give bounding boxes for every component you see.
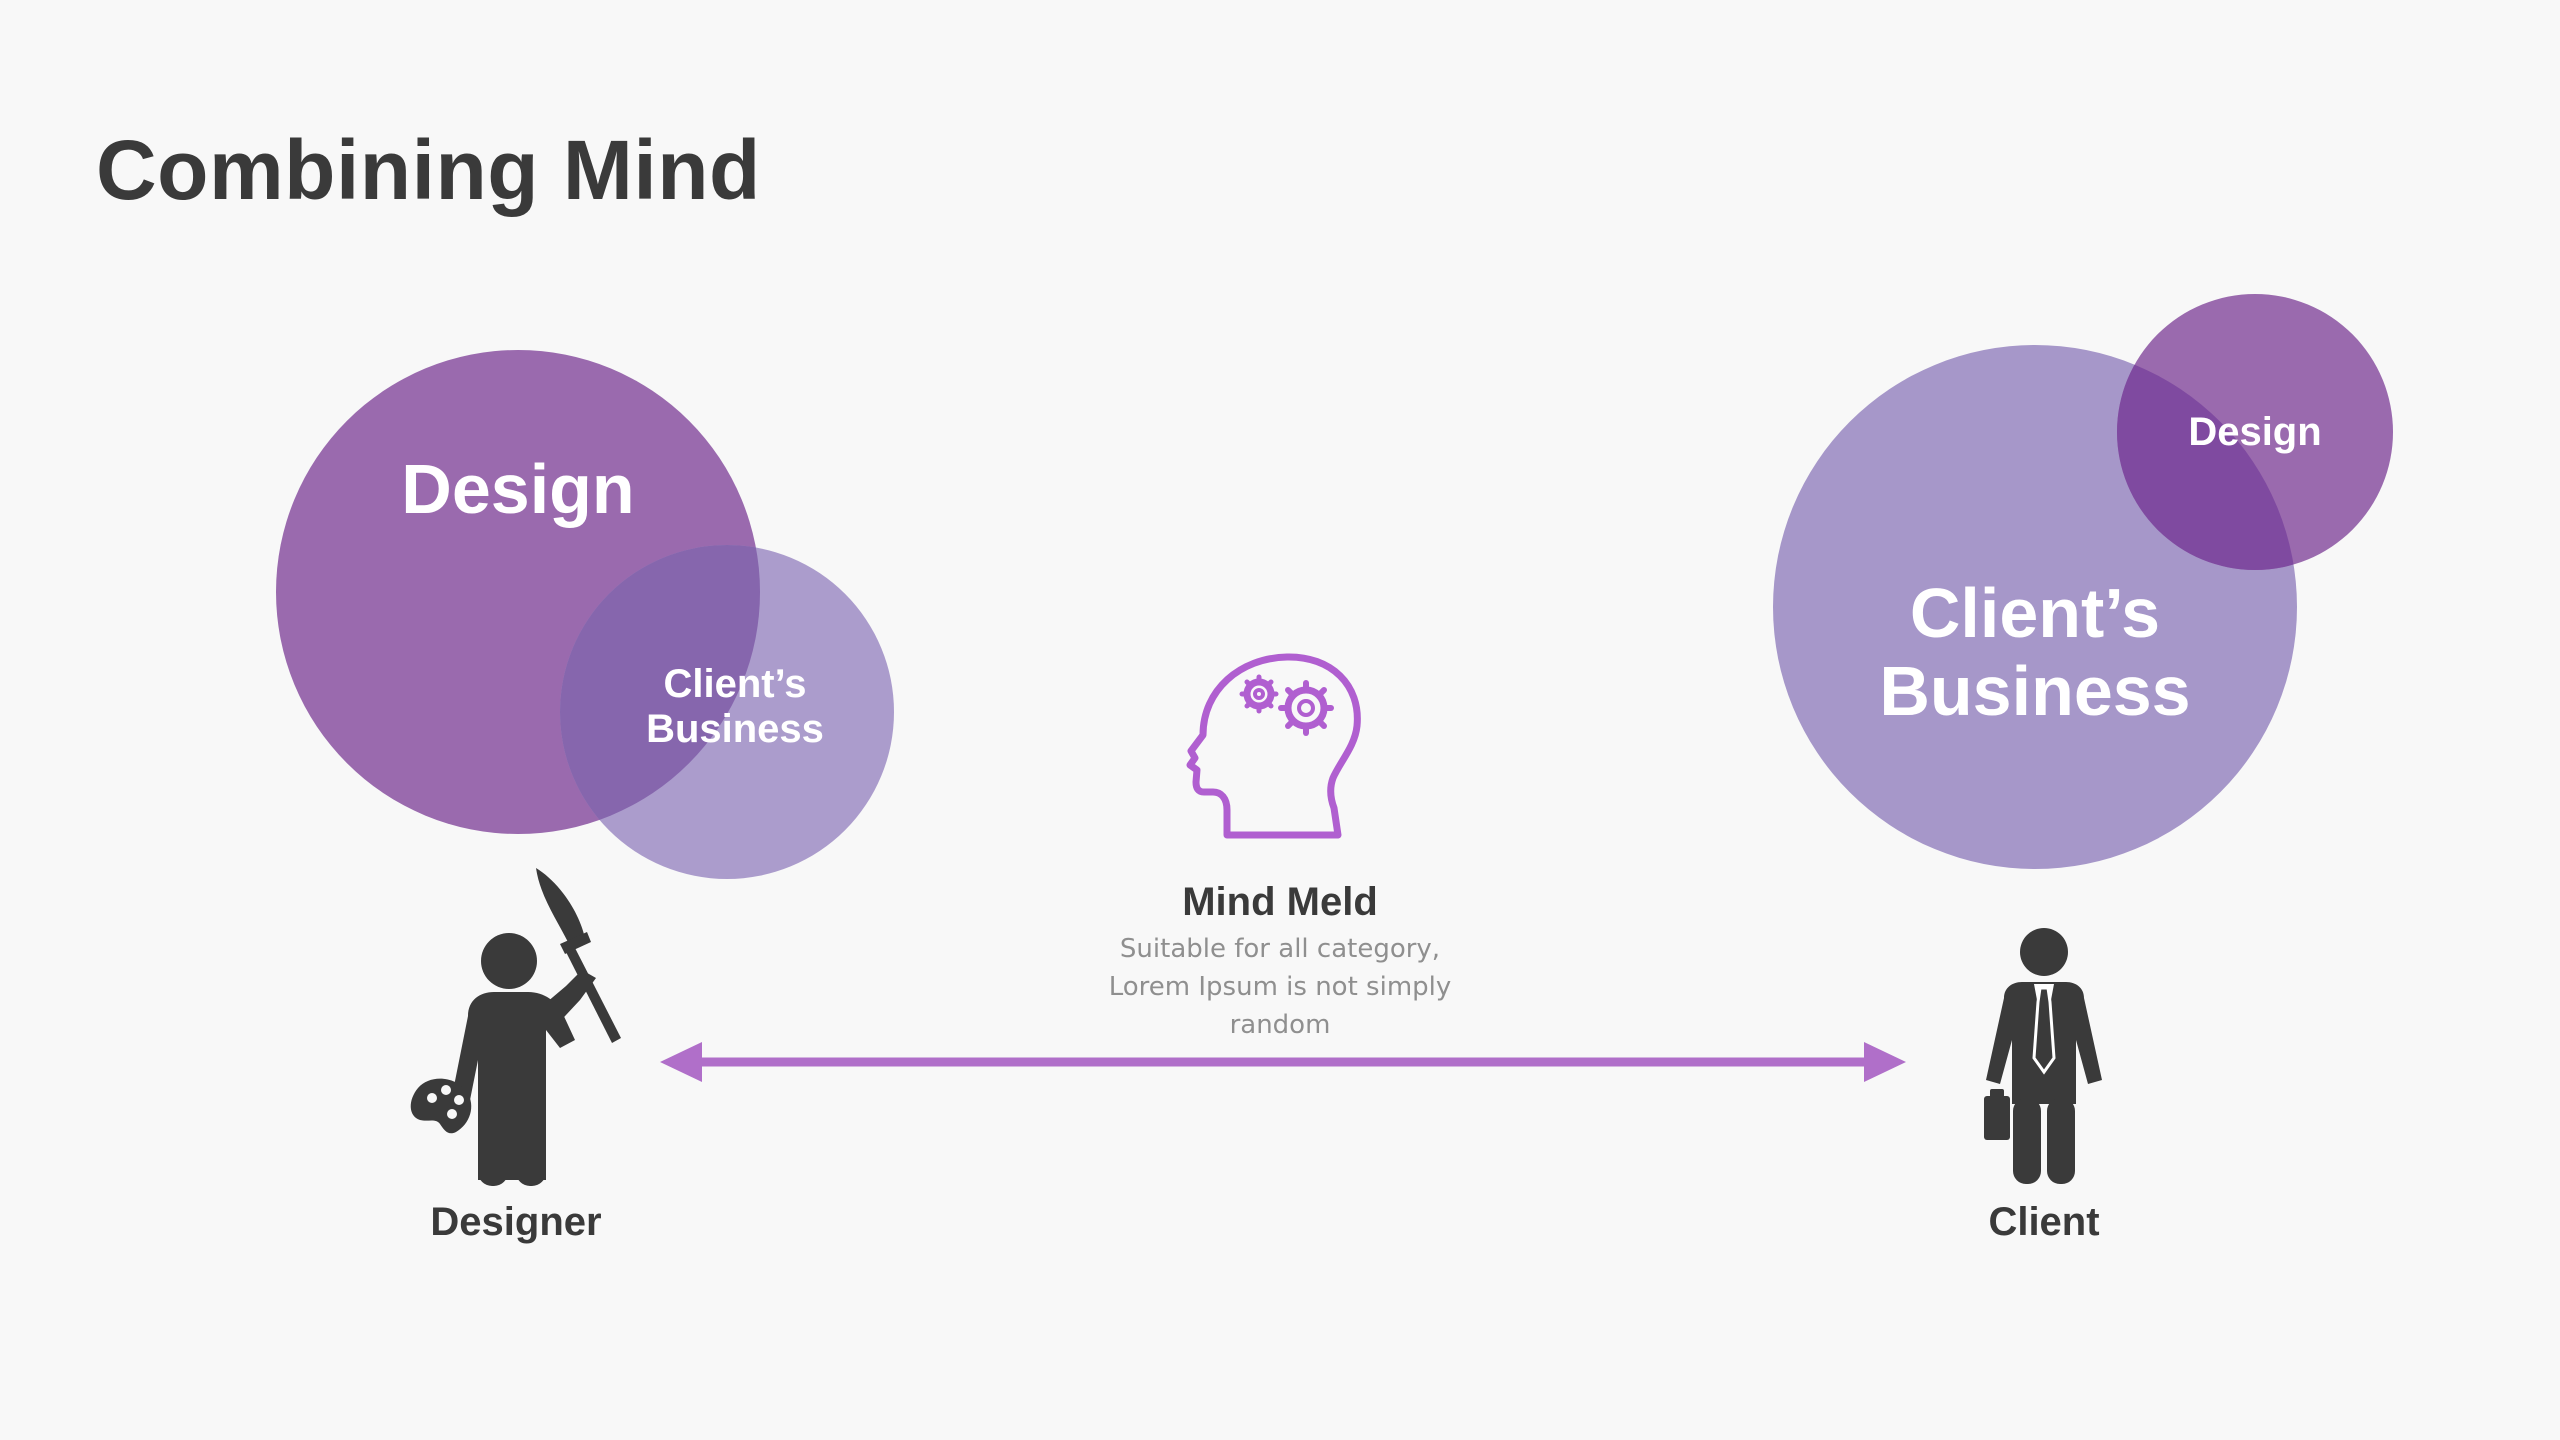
head-with-gears-icon <box>1186 653 1361 839</box>
client-venn <box>1773 294 2393 869</box>
designer-venn-overlap <box>560 545 760 834</box>
client-business-bubble-label: Client’s Business <box>1825 574 2245 731</box>
client-venn-overlap <box>2117 345 2297 570</box>
designer-business-line2: Business <box>646 706 824 751</box>
painter-with-brush-and-palette-icon <box>410 868 621 1186</box>
mind-meld-description: Suitable for all category, Lorem Ipsum i… <box>1108 934 1452 1040</box>
designer-venn <box>276 350 894 879</box>
designer-label: Designer <box>430 1200 602 1244</box>
mind-meld-title: Mind Meld <box>1182 880 1378 924</box>
client-design-bubble-label: Design <box>2188 410 2322 454</box>
businessman-with-briefcase-icon <box>1984 928 2102 1184</box>
page-title: Combining Mind <box>96 123 761 217</box>
designer-design-bubble-label: Design <box>401 450 635 528</box>
double-arrow <box>660 1042 1906 1082</box>
client-business-line1: Client’s <box>1909 574 2161 652</box>
designer-business-line1: Client’s <box>663 662 807 706</box>
client-label: Client <box>1988 1200 2100 1244</box>
designer-business-bubble-label: Client’s Business <box>600 662 870 752</box>
client-business-line2: Business <box>1879 652 2191 731</box>
